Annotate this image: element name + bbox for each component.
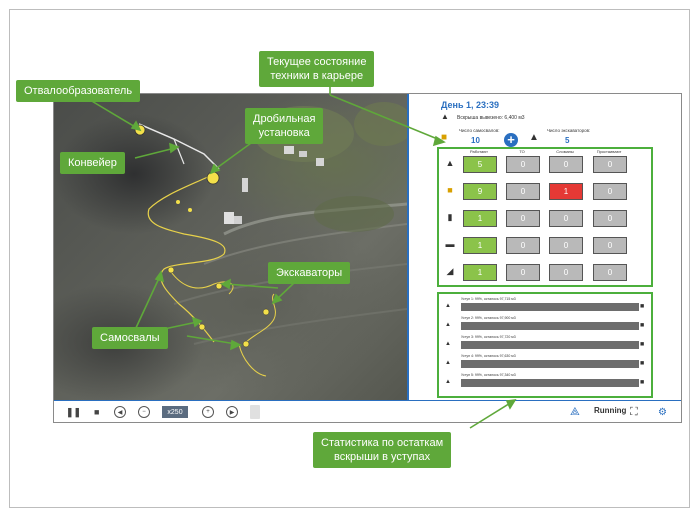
trucks-count: 10 bbox=[471, 136, 480, 145]
status-cell: 9 bbox=[463, 183, 497, 200]
trucks-label: Число самосвалов: bbox=[459, 128, 500, 133]
callout-crusher: Дробильная установка bbox=[245, 108, 324, 144]
callout-state-line1: Текущее состояние bbox=[267, 56, 367, 68]
excavator-icon: ▲ bbox=[445, 158, 455, 168]
step-back-icon[interactable]: ◀ bbox=[114, 406, 126, 418]
map-panel-divider bbox=[407, 94, 409, 400]
equipment-status-grid bbox=[437, 147, 653, 287]
bench-progress-bar bbox=[461, 360, 639, 368]
status-cell: 0 bbox=[506, 156, 540, 173]
status-cell: 1 bbox=[549, 183, 583, 200]
tank-truck-icon: ▮ bbox=[447, 212, 453, 222]
callout-conveyor: Конвейер bbox=[60, 152, 125, 174]
status-cell: 0 bbox=[549, 237, 583, 254]
truck-icon: ■ bbox=[640, 379, 645, 386]
bench-progress-bar bbox=[461, 341, 639, 349]
speed-up-icon[interactable]: + bbox=[202, 406, 214, 418]
status-cell: 0 bbox=[506, 183, 540, 200]
col-header-maintenance: ТО bbox=[519, 149, 525, 154]
callout-dump-trucks: Самосвалы bbox=[92, 327, 168, 349]
status-cell: 5 bbox=[463, 156, 497, 173]
status-cell: 0 bbox=[506, 264, 540, 281]
step-forward-icon[interactable]: ▶ bbox=[226, 406, 238, 418]
simulation-app: День 1, 23:39 ▲ Вскрыша вывезено: 6,400 … bbox=[53, 93, 682, 423]
col-header-broken: Сломаны bbox=[556, 149, 574, 154]
truck-icon: ■ bbox=[640, 322, 645, 329]
bench-progress-bar bbox=[461, 303, 639, 311]
excavators-label: Число экскаваторов: bbox=[547, 128, 591, 133]
callout-stats-line2: вскрыши в уступах bbox=[334, 451, 431, 463]
bench-label: Уступ 1: 99%, осталось 97,715 м3 bbox=[461, 297, 516, 301]
add-vehicle-button[interactable]: + bbox=[504, 133, 518, 147]
bench-statistics bbox=[437, 292, 653, 398]
col-header-idle: Простаивают bbox=[596, 149, 622, 154]
status-cell: 0 bbox=[549, 264, 583, 281]
status-cell: 0 bbox=[549, 156, 583, 173]
status-cell: 0 bbox=[593, 264, 627, 281]
callout-crusher-line1: Дробильная bbox=[253, 113, 316, 125]
overburden-icon: ▲ bbox=[441, 112, 449, 121]
overburden-icon: ▲ bbox=[445, 322, 451, 328]
run-status: Running bbox=[594, 406, 627, 415]
bench-label: Уступ 2: 99%, осталось 97,900 м3 bbox=[461, 316, 516, 320]
slow-down-icon[interactable]: − bbox=[138, 406, 150, 418]
pause-icon[interactable]: ❚❚ bbox=[66, 406, 82, 417]
dump-truck-icon: ■ bbox=[441, 132, 448, 143]
settings-icon[interactable]: ⚙ bbox=[658, 406, 667, 418]
bench-progress-bar bbox=[461, 322, 639, 330]
status-cell: 1 bbox=[463, 210, 497, 227]
bench-progress-bar bbox=[461, 379, 639, 387]
truck-icon: ■ bbox=[640, 341, 645, 348]
callout-excavators: Экскаваторы bbox=[268, 262, 351, 284]
status-cell: 0 bbox=[549, 210, 583, 227]
overburden-icon: ▲ bbox=[445, 303, 451, 309]
equipment-panel: День 1, 23:39 ▲ Вскрыша вывезено: 6,400 … bbox=[409, 94, 681, 400]
speed-indicator: x250 bbox=[162, 406, 188, 418]
stop-icon[interactable]: ■ bbox=[94, 407, 100, 417]
excavators-count: 5 bbox=[565, 136, 570, 145]
excavator-icon: ▲ bbox=[529, 132, 539, 143]
bench-label: Уступ 5: 99%, осталось 97,340 м3 bbox=[461, 373, 516, 377]
status-cell: 0 bbox=[506, 237, 540, 254]
status-cell: 0 bbox=[593, 210, 627, 227]
model-icon[interactable]: ⟁ bbox=[570, 405, 580, 418]
overburden-icon: ▲ bbox=[445, 379, 451, 385]
bench-label: Уступ 4: 99%, осталось 97,630 м3 bbox=[461, 354, 516, 358]
bench-label: Уступ 3: 99%, осталось 97,720 м3 bbox=[461, 335, 516, 339]
callout-equipment-state: Текущее состояние техники в карьере bbox=[259, 51, 375, 87]
callout-spreader: Отвалообразователь bbox=[16, 80, 141, 102]
callout-state-line2: техники в карьере bbox=[270, 70, 364, 82]
loader-icon: ▬ bbox=[445, 239, 455, 249]
overburden-icon: ▲ bbox=[445, 360, 451, 366]
fullscreen-icon[interactable]: ⛶ bbox=[630, 405, 638, 418]
status-cell: 1 bbox=[463, 264, 497, 281]
status-cell: 0 bbox=[506, 210, 540, 227]
callout-stats-line1: Статистика по остаткам bbox=[321, 437, 444, 449]
blank-button[interactable] bbox=[250, 405, 260, 419]
callout-bench-stats: Статистика по остаткам вскрыши в уступах bbox=[313, 432, 452, 468]
status-cell: 0 bbox=[593, 237, 627, 254]
dump-truck-icon: ■ bbox=[447, 185, 453, 195]
status-cell: 0 bbox=[593, 156, 627, 173]
playback-toolbar: ❚❚ ■ ◀ − x250 + ▶ ⟁ Running ⛶ ⚙ bbox=[54, 400, 681, 422]
truck-icon: ■ bbox=[640, 303, 645, 310]
col-header-working: Работают bbox=[470, 149, 488, 154]
overburden-total: Вскрыша вывезено: 6,400 м3 bbox=[457, 115, 525, 121]
truck-icon: ■ bbox=[640, 360, 645, 367]
status-cell: 0 bbox=[593, 183, 627, 200]
status-cell: 1 bbox=[463, 237, 497, 254]
quarry-map[interactable] bbox=[54, 94, 407, 400]
simulation-clock: День 1, 23:39 bbox=[441, 100, 500, 110]
overburden-icon: ▲ bbox=[445, 341, 451, 347]
callout-crusher-line2: установка bbox=[258, 127, 310, 139]
drill-icon: ◢ bbox=[446, 266, 454, 276]
